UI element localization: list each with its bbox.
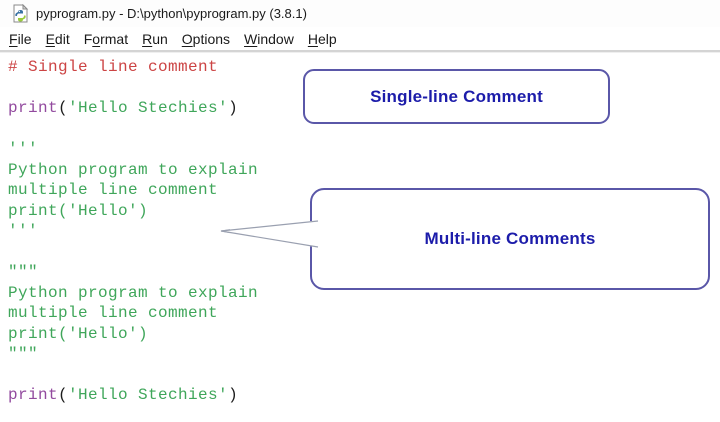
code-line: Python program to explain: [8, 283, 259, 302]
code-line: multiple line comment: [8, 304, 219, 322]
python-file-icon: [12, 3, 29, 23]
menu-window[interactable]: Window: [244, 30, 294, 47]
code-editor[interactable]: # Single line comment print('Hello Stech…: [0, 52, 720, 422]
menu-edit[interactable]: Edit: [45, 30, 70, 47]
code-line: [8, 365, 720, 386]
callout-single-line-label: Single-line Comment: [370, 86, 543, 106]
titlebar: pyprogram.py - D:\python\pyprogram.py (3…: [0, 0, 720, 27]
code-line: multiple line comment: [8, 181, 219, 199]
menu-options[interactable]: Options: [181, 30, 231, 47]
menubar-separator: [0, 50, 720, 53]
menu-format[interactable]: Format: [83, 30, 129, 47]
callout-pointer-tail: [220, 220, 320, 248]
code-line: """: [8, 345, 39, 363]
code-line: print('Hello Stechies'): [8, 99, 239, 117]
code-line: print('Hello'): [8, 324, 149, 343]
menu-help[interactable]: Help: [307, 30, 337, 47]
window-title: pyprogram.py - D:\python\pyprogram.py (3…: [36, 6, 307, 21]
code-line: # Single line comment: [8, 58, 219, 76]
code-line: ''': [8, 140, 39, 158]
code-line: ''': [8, 222, 39, 240]
callout-single-line-comment: Single-line Comment: [303, 69, 610, 124]
menu-file[interactable]: File: [9, 30, 32, 47]
code-line: """: [8, 263, 39, 281]
menubar: File Edit Format Run Options Window Help: [0, 27, 720, 50]
code-line: Python program to explain: [8, 160, 259, 179]
menu-run[interactable]: Run: [142, 30, 168, 47]
callout-multi-line-comments: Multi-line Comments: [310, 188, 710, 290]
code-line: print('Hello'): [8, 201, 149, 220]
code-line: print('Hello Stechies'): [8, 386, 239, 404]
callout-multi-line-label: Multi-line Comments: [424, 229, 596, 248]
